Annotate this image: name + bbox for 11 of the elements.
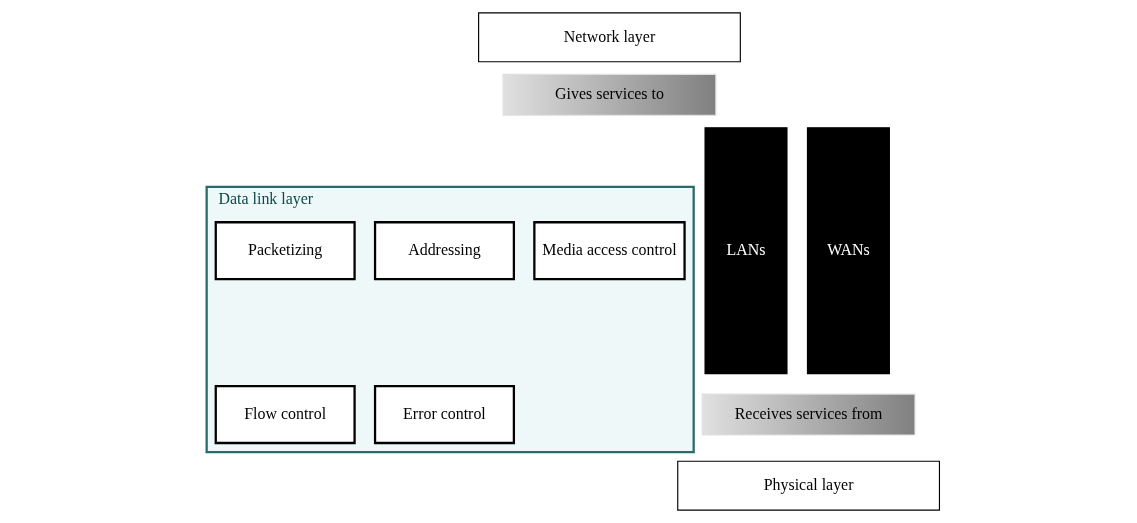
node-box: Gives services to [502,73,717,116]
node-box: Error control [373,384,515,445]
node-box: Flow control [214,384,356,445]
node-box: Packetizing [214,221,356,281]
node-box: Network layer [478,12,741,63]
node-box: Physical layer [677,460,941,511]
node-box: LANs [704,127,788,375]
node-box: Receives services from [701,393,916,436]
node-box: WANs [806,127,890,375]
node-box: Media access control [533,221,686,281]
node-box: Addressing [373,221,515,281]
